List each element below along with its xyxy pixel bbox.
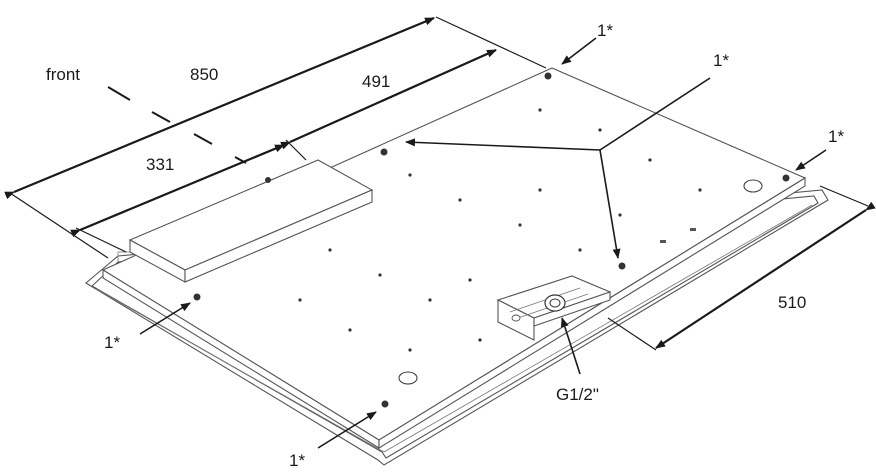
- label-510: 510: [778, 293, 806, 312]
- label-850: 850: [190, 65, 218, 84]
- label-1star-top: 1*: [597, 21, 613, 40]
- label-491: 491: [362, 72, 390, 91]
- dimension-331: [70, 143, 285, 253]
- label-g12: G1/2": [556, 385, 599, 404]
- label-1star-upper-right: 1*: [713, 51, 729, 70]
- label-1star-right: 1*: [828, 127, 844, 146]
- dimension-491: [280, 48, 497, 161]
- label-1star-left: 1*: [104, 333, 120, 352]
- label-331: 331: [146, 155, 174, 174]
- label-front: front: [46, 65, 80, 84]
- mount-leaders: [139, 37, 827, 449]
- label-1star-bottom: 1*: [289, 451, 305, 470]
- connection-box: [496, 275, 612, 341]
- dimension-510: [607, 185, 876, 351]
